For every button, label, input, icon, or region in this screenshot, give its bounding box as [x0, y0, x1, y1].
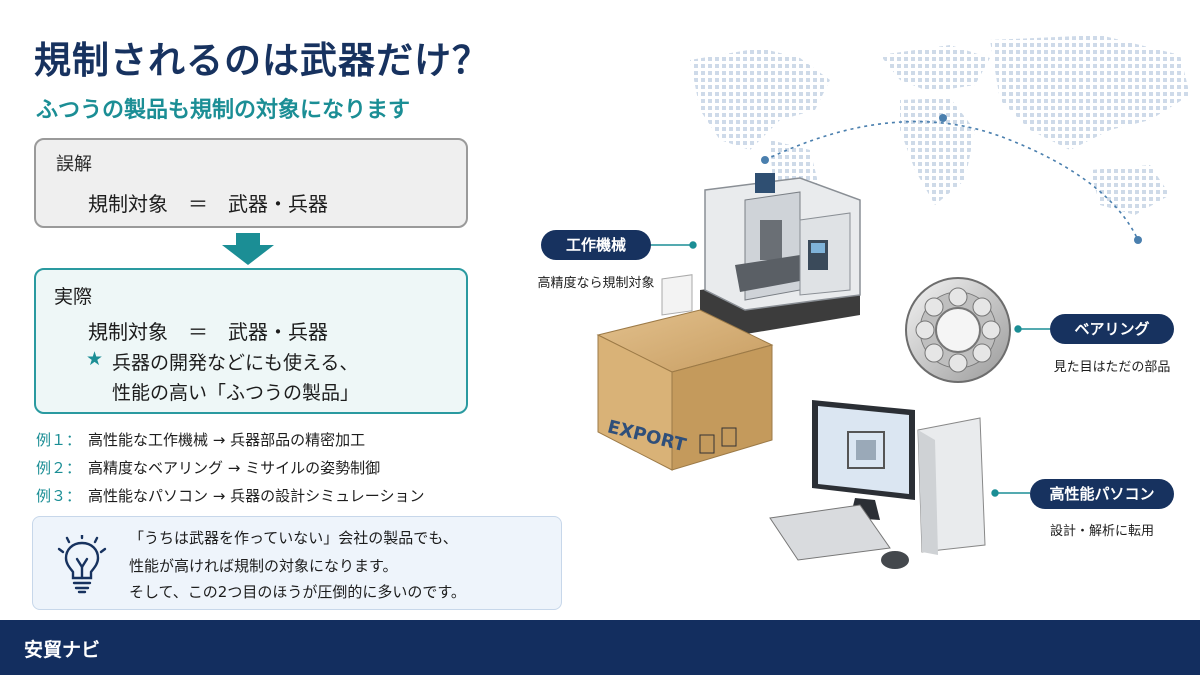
- example-label: 例１：: [36, 431, 82, 449]
- note-line-2: 性能が高ければ規制の対象になります。: [129, 557, 398, 575]
- pc-label: 高性能パソコン: [1030, 479, 1174, 509]
- bearing-caption: 見た目はただの部品: [1053, 360, 1171, 375]
- route-line: [761, 114, 1142, 244]
- misconception-equation: 規制対象 ＝ 武器・兵器: [88, 192, 328, 216]
- page-subtitle: ふつうの製品も規制の対象になります: [36, 98, 411, 123]
- bearing-image: [905, 277, 1011, 383]
- bearing-label: ベアリング: [1050, 314, 1174, 344]
- box-label: EXPORT: [605, 416, 688, 456]
- example-text: 高精度なベアリング → ミサイルの姿勢制御: [88, 459, 381, 477]
- page-title: 規制されるのは武器だけ？: [34, 39, 490, 82]
- note-line-1: 「うちは武器を作っていない」会社の製品でも、: [129, 529, 458, 547]
- machine-tool-caption: 高精度なら規制対象: [537, 276, 655, 291]
- star-icon: ★: [86, 348, 104, 370]
- down-arrow-icon: [222, 233, 274, 265]
- machine-tool-label: 工作機械: [541, 230, 651, 260]
- example-label: 例２：: [36, 459, 82, 477]
- misconception-box: 誤解 規制対象 ＝ 武器・兵器: [34, 138, 468, 228]
- examples-list: 例１： 高性能な工作機械 → 兵器部品の精密加工 例２： 高精度なベアリング → ミ…: [36, 429, 425, 513]
- example-item: 例３： 高性能なパソコン → 兵器の設計シミュレーション: [36, 485, 425, 513]
- pc-caption: 設計・解析に転用: [1049, 524, 1154, 539]
- pc-image: [769, 400, 986, 569]
- example-text: 高性能な工作機械 → 兵器部品の精密加工: [88, 431, 366, 449]
- note-line-3: そして、この2つ目のほうが圧倒的に多いのです。: [129, 583, 466, 601]
- export-box-image: EXPORT: [596, 274, 774, 471]
- machine-tool-image: [700, 173, 861, 335]
- note-box: 「うちは武器を作っていない」会社の製品でも、 性能が高ければ規制の対象になります…: [32, 516, 562, 610]
- footer-bar: 安貿ナビ: [0, 620, 1200, 675]
- world-map: [690, 35, 1190, 250]
- footer-brand: 安貿ナビ: [24, 639, 101, 661]
- example-item: 例２： 高精度なベアリング → ミサイルの姿勢制御: [36, 457, 425, 485]
- example-label: 例３：: [36, 487, 82, 505]
- lightbulb-icon: [57, 535, 107, 594]
- reality-line-1: 兵器の開発などにも使える、: [112, 352, 359, 374]
- example-item: 例１： 高性能な工作機械 → 兵器部品の精密加工: [36, 429, 425, 457]
- reality-heading: 実際: [54, 286, 93, 308]
- misconception-heading: 誤解: [56, 154, 92, 175]
- reality-equation: 規制対象 ＝ 武器・兵器: [88, 320, 328, 344]
- reality-box: 実際 規制対象 ＝ 武器・兵器 ★ 兵器の開発などにも使える、 性能の高い「ふつ…: [34, 268, 468, 414]
- reality-line-2: 性能の高い「ふつうの製品」: [112, 382, 360, 404]
- example-text: 高性能なパソコン → 兵器の設計シミュレーション: [88, 487, 425, 505]
